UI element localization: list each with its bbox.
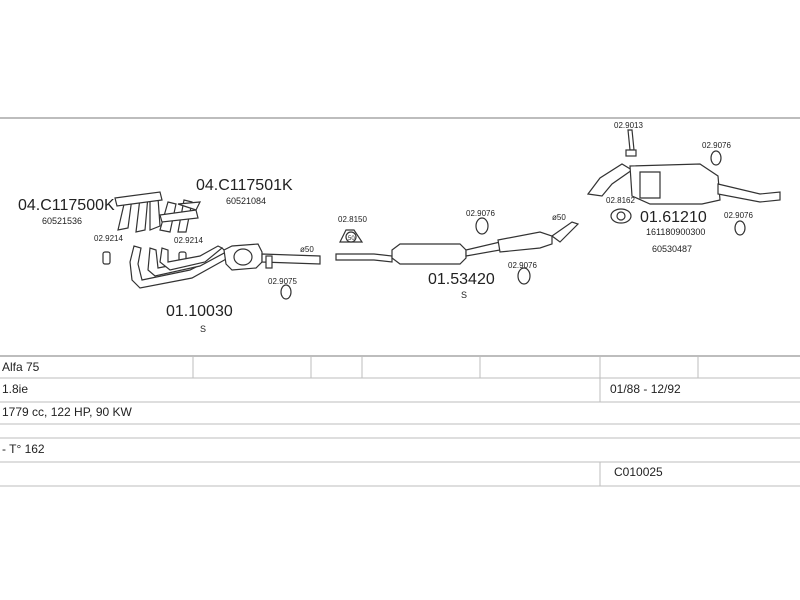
gasket-02-9214-left xyxy=(102,251,111,265)
clamp-02-9076-rear-top xyxy=(710,150,722,166)
part-code-label: 02.9013 xyxy=(614,121,643,130)
clamp-02-9076-mid-top xyxy=(475,217,489,235)
clamp-02-9076-rear-bottom xyxy=(734,220,746,236)
part-code-label: 04.C117501K xyxy=(196,177,293,194)
part-ref-label: 161180900300 xyxy=(646,227,705,237)
part-code-label: 02.9214 xyxy=(94,234,123,243)
hanger-02-8150 xyxy=(339,229,364,243)
clamp-02-9076-mid-bottom xyxy=(517,267,531,285)
middle-silencer xyxy=(335,221,580,265)
part-ref-label: 60521536 xyxy=(42,216,82,226)
manifold-right xyxy=(159,199,202,233)
clamp-size-label: 50 xyxy=(348,236,355,242)
part-ref-label: 60530487 xyxy=(652,244,692,254)
vehicle-note: - T° 162 xyxy=(2,442,45,456)
engine-type: 1.8ie xyxy=(2,382,29,396)
part-code-label: 04.C117500K xyxy=(18,197,115,214)
diagram-frame xyxy=(0,117,800,357)
part-code-label: 01.61210 xyxy=(640,209,707,226)
part-code-label: 02.8162 xyxy=(606,196,635,205)
part-code-label: 02.9076 xyxy=(724,211,753,220)
engine-specs: 1779 cc, 122 HP, 90 KW xyxy=(2,405,132,419)
part-tag-label: S xyxy=(200,324,206,334)
part-code-label: 02.9076 xyxy=(466,209,495,218)
rear-silencer xyxy=(586,163,781,205)
pipe-diameter-label: ø50 xyxy=(300,245,314,254)
part-code-label: 02.8150 xyxy=(338,215,367,224)
vehicle-model: Alfa 75 xyxy=(2,360,40,374)
part-code-label: 02.9076 xyxy=(702,141,731,150)
part-ref-label: 60521084 xyxy=(226,196,266,206)
part-tag-label: S xyxy=(461,290,467,300)
manifold-left xyxy=(114,191,163,233)
clamp-02-9075 xyxy=(280,284,292,300)
bolt-02-9013 xyxy=(625,129,637,157)
part-code-label: 01.10030 xyxy=(166,303,233,320)
production-period: 01/88 - 12/92 xyxy=(610,382,681,396)
catalog-code: C010025 xyxy=(614,465,663,479)
front-pipe xyxy=(129,243,321,289)
vehicle-info-table xyxy=(0,356,800,487)
part-code-label: 02.9075 xyxy=(268,277,297,286)
part-code-label: 02.9214 xyxy=(174,236,203,245)
part-code-label: 01.53420 xyxy=(428,271,495,288)
hanger-02-8162 xyxy=(610,208,632,224)
pipe-diameter-label: ø50 xyxy=(552,213,566,222)
part-code-label: 02.9076 xyxy=(508,261,537,270)
